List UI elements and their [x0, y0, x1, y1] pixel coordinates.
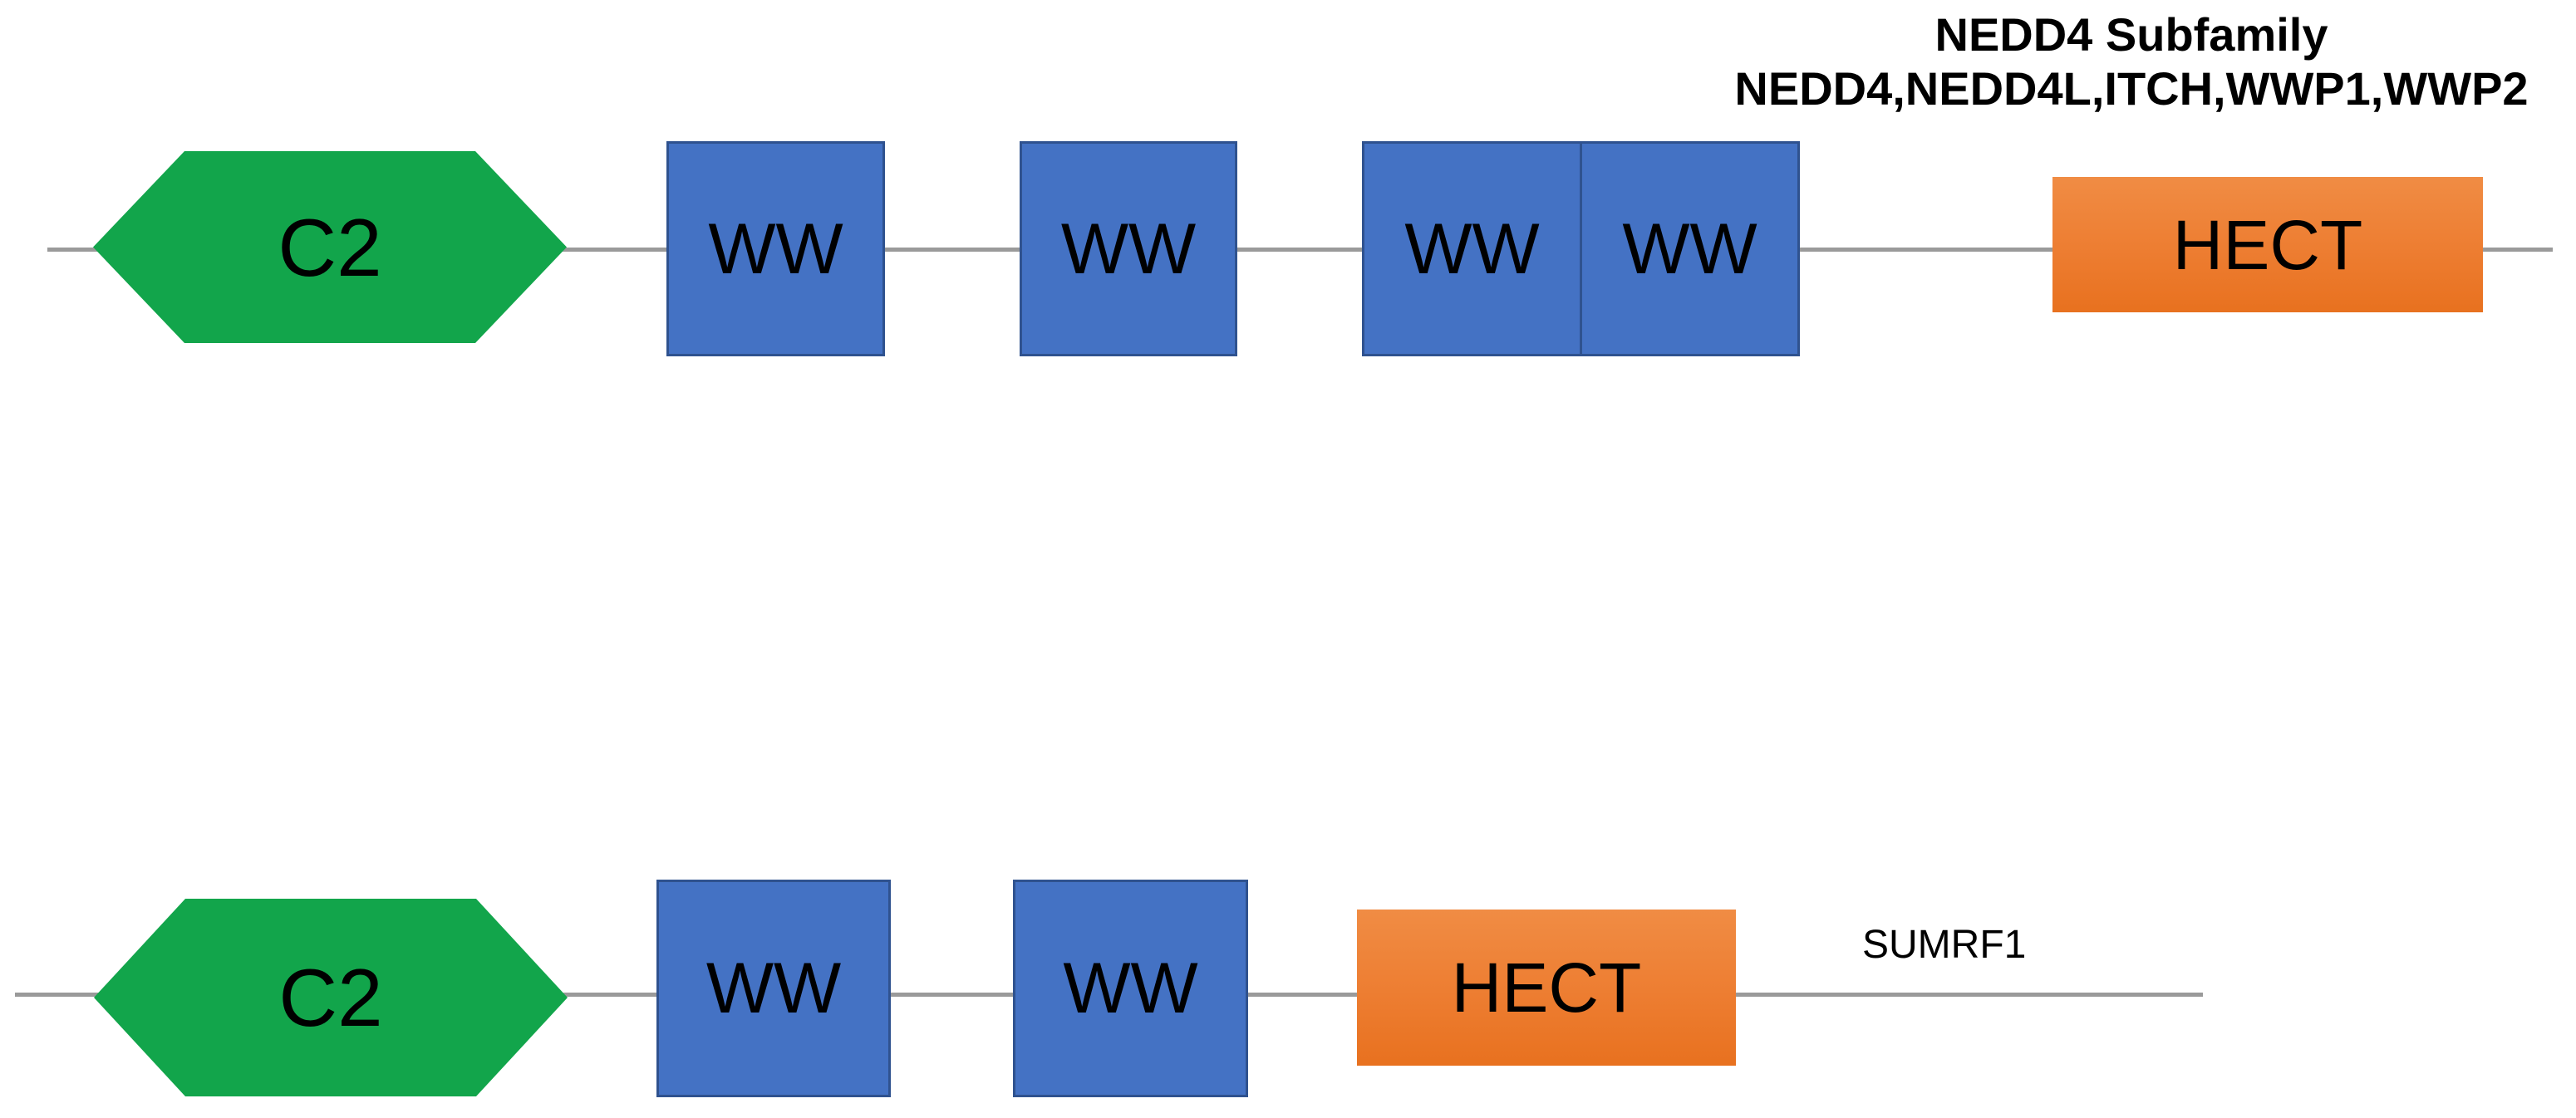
domain-ww3-ww4-tandem-row1: WW WW: [1362, 141, 1800, 356]
domain-ww3-row1-label: WW: [1404, 208, 1540, 289]
backbone-segment-row2-ww2-to-hect: [1244, 993, 1362, 997]
domain-c2-row2-label: C2: [278, 952, 383, 1043]
backbone-segment-row2-nterm: [15, 993, 100, 997]
subfamily-members: NEDD4,NEDD4L,ITCH,WWP1,WWP2: [1734, 61, 2529, 115]
domain-hect-row2-label: HECT: [1451, 949, 1642, 1027]
domain-ww4-row1[interactable]: WW: [1580, 144, 1797, 354]
domain-hect-row1[interactable]: HECT: [2052, 177, 2483, 312]
domain-c2-row1[interactable]: C2: [93, 151, 567, 343]
nedd4-subfamily-heading: NEDD4 Subfamily NEDD4,NEDD4L,ITCH,WWP1,W…: [1712, 8, 2551, 116]
domain-ww1-row1[interactable]: WW: [666, 141, 885, 356]
subfamily-name: NEDD4 Subfamily: [1934, 8, 2328, 61]
backbone-segment-row1-cterm: [2481, 248, 2553, 252]
domain-ww2-row2[interactable]: WW: [1013, 880, 1248, 1097]
domain-ww1-row2-label: WW: [705, 949, 842, 1028]
backbone-segment-row1-ww4-to-hect: [1796, 248, 2056, 252]
domain-ww1-row2[interactable]: WW: [656, 880, 891, 1097]
backbone-segment-row2-ww1-to-ww2: [886, 993, 1016, 997]
backbone-segment-row1-ww2-to-ww3: [1233, 248, 1366, 252]
domain-ww2-row1-label: WW: [1060, 208, 1197, 289]
backbone-segment-row2-c2-to-ww1: [563, 993, 661, 997]
backbone-segment-row1-nterm: [47, 248, 99, 252]
backbone-segment-row1-ww1-to-ww2: [881, 248, 1024, 252]
domain-hect-row2[interactable]: HECT: [1357, 910, 1736, 1066]
backbone-segment-row1-c2-to-ww1: [562, 248, 671, 252]
domain-ww2-row2-label: WW: [1063, 949, 1198, 1028]
domain-hect-row1-label: HECT: [2172, 205, 2363, 284]
domain-ww1-row1-label: WW: [708, 208, 843, 289]
domain-ww3-row1[interactable]: WW: [1364, 144, 1580, 354]
domain-ww4-row1-label: WW: [1622, 208, 1757, 289]
domain-c2-row2[interactable]: C2: [94, 899, 568, 1096]
domain-c2-row1-label: C2: [278, 201, 382, 293]
domain-ww2-row1[interactable]: WW: [1020, 141, 1237, 356]
backbone-segment-row2-cterm: [1733, 993, 2203, 997]
protein-label-sumrf1: SUMRF1: [1862, 923, 2027, 967]
